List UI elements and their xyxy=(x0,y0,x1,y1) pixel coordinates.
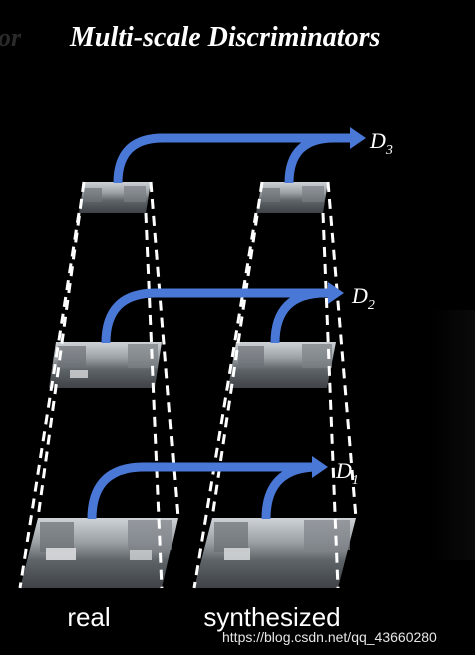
page-title: Multi-scale Discriminators xyxy=(69,22,380,53)
arrow-real-to-d1 xyxy=(87,462,314,520)
d1-subscript: 1 xyxy=(352,473,359,488)
arrow-real-to-d3 xyxy=(113,133,352,184)
arrow-synth-to-d2 xyxy=(270,288,326,344)
synthesized-image-scale-3 xyxy=(256,182,328,213)
d1-letter: D xyxy=(335,458,352,483)
real-image-scale-1 xyxy=(20,518,178,588)
real-image-scale-3 xyxy=(79,182,151,213)
arrow-synth-to-d3 xyxy=(284,133,335,184)
d2-subscript: 2 xyxy=(368,298,375,313)
d3-letter: D xyxy=(369,128,386,153)
column-label-synthesized: synthesized xyxy=(203,602,340,632)
synthesized-image-scale-2 xyxy=(228,342,336,388)
title-fragment: or xyxy=(0,23,22,52)
arrowhead-d1 xyxy=(312,456,328,478)
discriminator-label-d2: D2 xyxy=(351,283,375,313)
arrowhead-d3 xyxy=(350,127,366,149)
synthesized-image-scale-1 xyxy=(194,518,356,588)
real-image-scale-2 xyxy=(49,342,162,388)
arrowhead-d2 xyxy=(328,282,344,304)
watermark-url: https://blog.csdn.net/qq_43660280 xyxy=(222,629,437,645)
real-column xyxy=(20,182,178,588)
synthesized-column xyxy=(194,182,356,588)
discriminator-label-d1: D1 xyxy=(335,458,359,488)
arrow-heads xyxy=(312,127,366,478)
column-label-real: real xyxy=(67,602,110,632)
background-panel xyxy=(432,310,475,560)
d2-letter: D xyxy=(351,283,368,308)
d3-subscript: 3 xyxy=(385,143,393,158)
arrows xyxy=(87,133,352,520)
pyramid-dashed-lines xyxy=(18,181,358,589)
discriminator-label-d3: D3 xyxy=(369,128,393,158)
arrow-synth-to-d1 xyxy=(261,462,319,520)
arrow-real-to-d2 xyxy=(101,288,330,344)
